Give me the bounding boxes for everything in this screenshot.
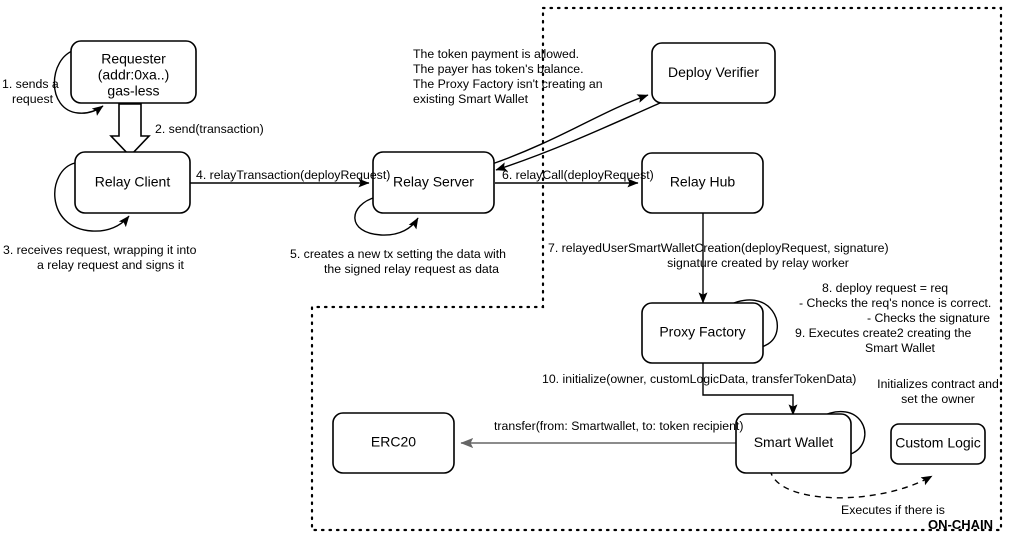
edge-relay-server-self	[354, 196, 419, 236]
label-step9-pre: 9. Executes	[795, 326, 863, 340]
smart-wallet-box[interactable]	[735, 413, 852, 474]
block-arrow-send-transaction	[109, 103, 151, 158]
label-verifier-note-line4: existing Smart Wallet	[413, 92, 529, 106]
label-step5-line1: 5. creates a new tx setting the data wit…	[290, 247, 506, 261]
smart-wallet-label: Smart Wallet	[754, 434, 834, 450]
node-relay-client[interactable]: Relay Client	[74, 151, 191, 214]
requester-label-line3: gas-less	[107, 83, 159, 99]
label-initializes-line2: set the owner	[901, 392, 975, 406]
edge-deploy-verifier-to-relay-server	[495, 102, 661, 171]
deploy-verifier-box[interactable]	[651, 42, 776, 104]
label-step5-line2: the signed relay request as data	[324, 262, 499, 276]
edge-requester-self	[53, 49, 104, 116]
label-verifier-note-line2: The payer has token's balance.	[413, 62, 584, 76]
relay-server-box[interactable]	[372, 151, 495, 214]
node-proxy-factory[interactable]: Proxy Factory	[641, 302, 764, 364]
label-step8-line2: - Checks the req's nonce is correct.	[799, 296, 991, 310]
label-step6: 6. relayCall(deployRequest)	[502, 168, 654, 182]
edge-smart-wallet-to-custom-logic	[769, 469, 933, 499]
erc20-label: ERC20	[371, 434, 416, 450]
node-erc20[interactable]: ERC20	[332, 412, 455, 474]
node-deploy-verifier[interactable]: Deploy Verifier	[651, 42, 776, 104]
label-executes-if: Executes if there is	[841, 503, 945, 517]
onchain-label: ON-CHAIN	[928, 517, 993, 532]
label-initializes-line1: Initializes contract and	[877, 377, 999, 391]
relay-hub-label: Relay Hub	[670, 174, 736, 190]
onchain-boundary-upper	[310, 6, 1003, 532]
label-step3-line2: a relay request and signs it	[37, 258, 185, 272]
relay-client-label: Relay Client	[95, 174, 171, 190]
proxy-factory-label: Proxy Factory	[659, 324, 745, 340]
node-relay-hub[interactable]: Relay Hub	[641, 152, 764, 214]
label-verifier-note-line3: The Proxy Factory isn't creating an	[413, 77, 603, 91]
node-smart-wallet[interactable]: Smart Wallet	[735, 413, 852, 474]
label-step4: 4. relayTransaction(deployRequest)	[196, 168, 390, 182]
edge-relay-client-self	[54, 162, 130, 232]
label-transfer: transfer(from: Smartwallet, to: token re…	[494, 419, 743, 433]
requester-label-line2: (addr:0xa..)	[98, 67, 170, 83]
label-step9-post: creating the	[904, 326, 972, 340]
edge-proxy-factory-to-smart-wallet	[702, 348, 798, 416]
label-step8-line3: - Checks the signature	[867, 311, 990, 325]
label-step3-line1: 3. receives request, wrapping it into	[3, 243, 197, 257]
proxy-factory-box[interactable]	[641, 302, 764, 364]
label-step1-line2: request	[12, 92, 54, 106]
erc20-box[interactable]	[332, 412, 455, 474]
label-step1-line1: 1. sends a	[2, 77, 59, 91]
label-step10: 10. initialize(owner, customLogicData, t…	[542, 372, 856, 386]
deploy-verifier-label: Deploy Verifier	[668, 64, 759, 80]
relay-hub-box[interactable]	[641, 152, 764, 214]
label-verifier-note-line1: The token payment is allowed.	[413, 47, 579, 61]
relay-client-box[interactable]	[74, 151, 191, 214]
requester-box[interactable]	[70, 40, 197, 104]
label-step9-line: 9. Executes create2 creating the	[795, 326, 972, 340]
label-step7-line2: signature created by relay worker	[667, 256, 849, 270]
requester-label-line1: Requester	[101, 51, 166, 67]
custom-logic-box[interactable]	[890, 423, 986, 465]
node-relay-server[interactable]: Relay Server	[372, 151, 495, 214]
label-step2: 2. send(transaction)	[155, 122, 264, 136]
relay-server-label: Relay Server	[393, 174, 474, 190]
custom-logic-label: Custom Logic	[895, 435, 981, 451]
edge-relay-server-to-deploy-verifier	[491, 94, 649, 165]
node-requester[interactable]: Requester (addr:0xa..) gas-less	[70, 40, 197, 104]
label-step9-line5: Smart Wallet	[865, 341, 936, 355]
label-step8-line1: 8. deploy request = req	[822, 281, 948, 295]
label-step9-create2: create2	[863, 326, 904, 340]
node-custom-logic[interactable]: Custom Logic	[890, 423, 986, 465]
label-step7-line1: 7. relayedUserSmartWalletCreation(deploy…	[548, 241, 889, 255]
